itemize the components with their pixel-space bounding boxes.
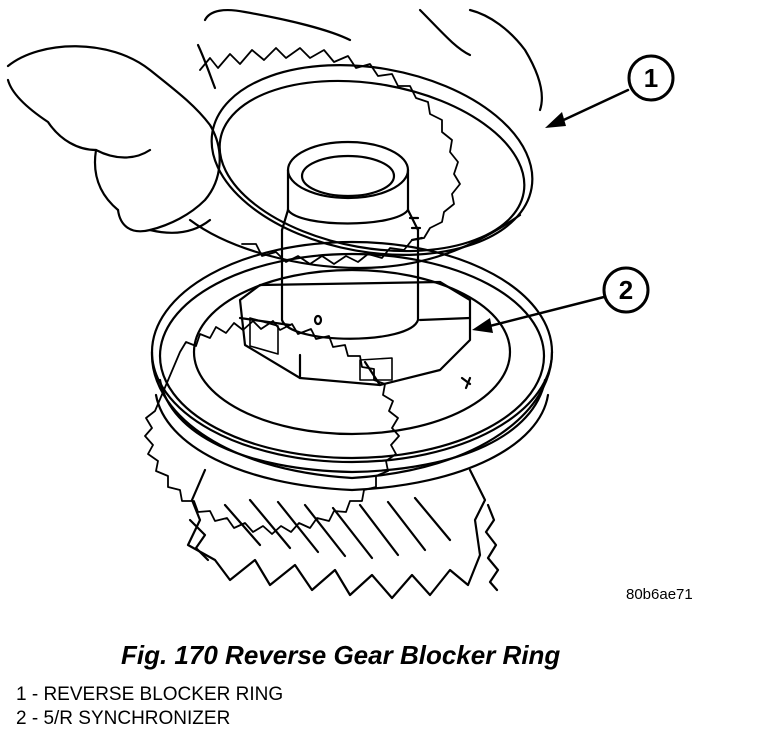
callout-2-circle — [602, 266, 650, 314]
technical-illustration: 1 2 — [6, 8, 675, 600]
legend-item: 2 - 5/R SYNCHRONIZER — [16, 708, 231, 729]
legend: 1 - REVERSE BLOCKER RING 2 - 5/R SYNCHRO… — [16, 683, 283, 731]
main-shaft — [280, 140, 424, 340]
callout-1-arrowhead — [545, 112, 566, 128]
legend-item: 1 - REVERSE BLOCKER RING — [16, 684, 284, 705]
figure-caption: Fig. 170 Reverse Gear Blocker Ring — [121, 640, 561, 670]
callout-1-leader — [553, 88, 630, 126]
callout-2-leader — [480, 295, 606, 330]
technician-hand — [6, 8, 543, 234]
callout-1-circle — [627, 54, 675, 102]
callout-2-number: 2 — [619, 275, 633, 305]
synchronizer-assembly — [144, 240, 554, 535]
callout-1-number: 1 — [644, 63, 658, 93]
drawing-code: 80b6ae71 — [626, 586, 693, 603]
callout-2-arrowhead — [472, 318, 493, 333]
